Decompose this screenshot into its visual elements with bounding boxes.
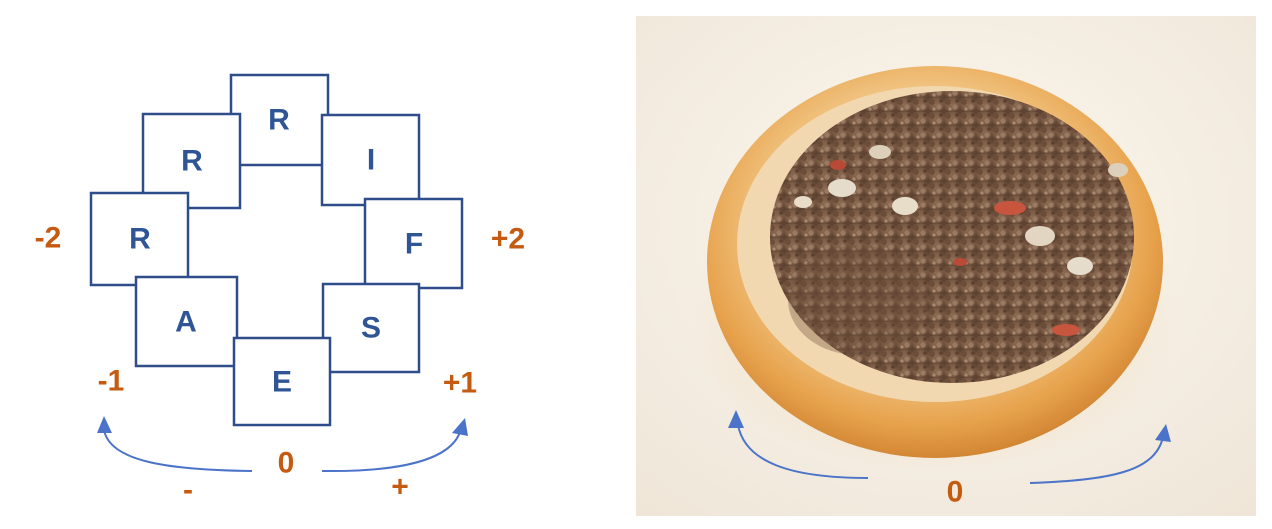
letter-lower-left: A: [175, 306, 197, 339]
onion-piece: [869, 145, 891, 159]
label-plus-sign: +: [391, 471, 409, 504]
label-minus-two: -2: [35, 222, 62, 255]
photo-right-arrowhead: [1155, 424, 1171, 442]
letter-box-lower-right: [321, 282, 421, 374]
tomato-piece: [830, 160, 846, 170]
label-minus-one: -1: [98, 365, 125, 398]
label-minus-sign: -: [183, 474, 193, 507]
onion-piece: [1108, 163, 1128, 177]
right-curved-arrow: [321, 431, 461, 473]
letter-box-left: [89, 191, 190, 287]
onion-piece: [1025, 226, 1055, 246]
letter-box-lower-left: [134, 275, 239, 368]
tomato-piece: [1052, 324, 1080, 336]
onion-pieces: [794, 145, 1128, 275]
onion-piece: [1067, 257, 1093, 275]
photo-right-curved-arrow: [1029, 436, 1164, 484]
letter-box-bottom: [232, 336, 332, 427]
right-arrowhead: [452, 418, 468, 436]
tomato-pieces: [830, 160, 1080, 336]
letter-bottom: E: [272, 366, 292, 399]
letter-left: R: [129, 223, 151, 256]
filling-shade: [788, 245, 928, 355]
onion-piece: [828, 179, 856, 197]
letter-lower-right: S: [361, 312, 381, 345]
pastry-photo: 0: [636, 16, 1256, 516]
label-plus-one: +1: [443, 367, 477, 400]
tomato-piece: [953, 258, 967, 266]
letter-upper-right: I: [367, 144, 375, 177]
meat-filling: [770, 91, 1134, 383]
photo-label-zero: 0: [947, 476, 964, 509]
tomato-piece: [994, 201, 1026, 215]
onion-piece: [794, 196, 812, 208]
onion-piece: [892, 197, 918, 215]
left-curved-arrow: [103, 429, 253, 472]
label-plus-two: +2: [491, 223, 525, 256]
left-arrowhead: [97, 416, 112, 433]
letter-upper-left: R: [181, 145, 203, 178]
photo-left-curved-arrow: [737, 424, 869, 479]
letter-ring-diagram: R R I R F A S E -2 +2 -1 +1 0 - +: [35, 73, 525, 507]
letter-right: F: [405, 228, 423, 261]
label-zero: 0: [278, 447, 295, 480]
photo-left-arrowhead: [728, 410, 744, 428]
letter-top: R: [268, 104, 290, 137]
